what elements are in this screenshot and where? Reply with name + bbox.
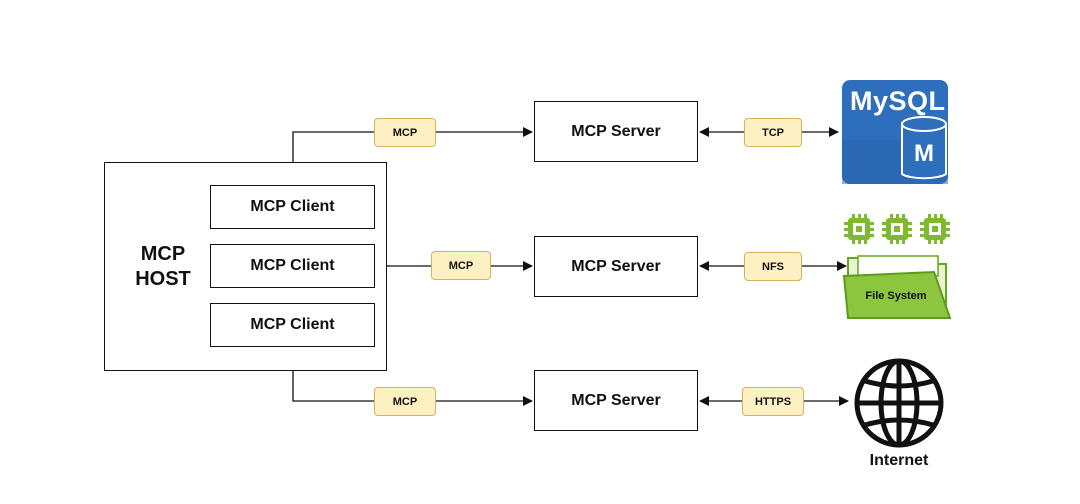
internet-label: Internet <box>869 452 929 469</box>
protocol-tag-mcp-2: MCP <box>431 251 491 280</box>
mcp-host-label-line1: MCP <box>140 243 186 265</box>
file-system-label: File System <box>865 290 927 302</box>
mysql-badge-text: M <box>914 140 934 167</box>
mcp-host-label-line2: HOST <box>135 268 191 290</box>
globe-icon <box>851 357 947 449</box>
protocol-tag-mcp-1: MCP <box>374 118 436 147</box>
protocol-tag-tcp: TCP <box>744 118 802 147</box>
protocol-tag-nfs: NFS <box>744 252 802 281</box>
protocol-tag-mcp-3: MCP <box>374 387 436 416</box>
mcp-client-3[interactable]: MCP Client <box>210 303 375 347</box>
mcp-server-2[interactable]: MCP Server <box>534 236 698 297</box>
chip-icon <box>844 214 874 244</box>
mysql-database-icon: MySQL M <box>842 80 948 184</box>
file-system-folder-icon: File System <box>842 212 952 322</box>
protocol-tag-https: HTTPS <box>742 387 804 416</box>
mcp-client-2[interactable]: MCP Client <box>210 244 375 288</box>
mcp-server-3[interactable]: MCP Server <box>534 370 698 431</box>
mcp-client-1[interactable]: MCP Client <box>210 185 375 229</box>
mysql-brand-text: MySQL <box>850 86 946 116</box>
mcp-host-label: MCP HOST <box>118 242 208 292</box>
mcp-server-1[interactable]: MCP Server <box>534 101 698 162</box>
